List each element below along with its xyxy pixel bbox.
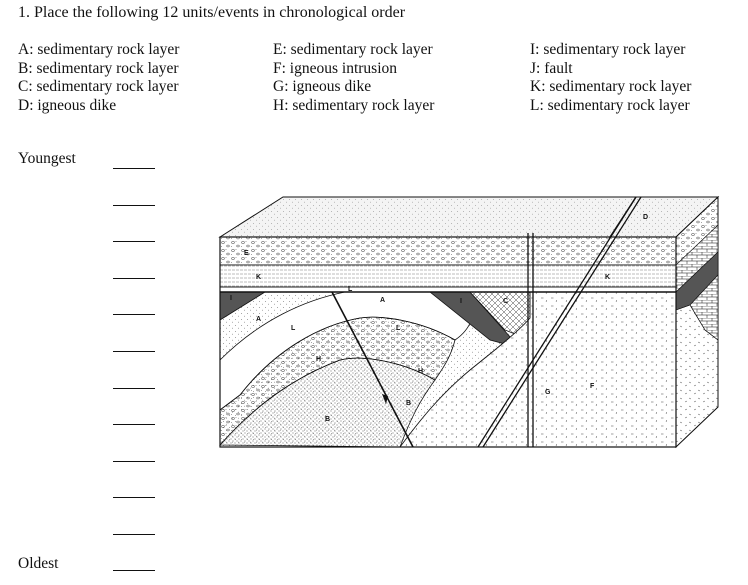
label-h-left: H [316,356,321,363]
label-l-right: L [396,325,401,332]
label-k-right: K [605,274,610,281]
label-c: C [503,298,508,305]
label-l-top: L [348,286,353,293]
label-b-left: B [325,416,330,423]
label-k: K [256,274,261,281]
label-i-mid: I [460,298,462,305]
label-i-left: I [230,295,232,302]
label-e: E [244,250,249,257]
label-h-right: H [418,368,423,375]
label-f: F [590,383,595,390]
label-l-left: L [291,325,296,332]
label-g: G [545,389,551,396]
label-a-left: A [256,316,261,323]
label-d: D [643,214,648,221]
label-b-right: B [406,400,411,407]
label-a-mid: A [380,297,385,304]
